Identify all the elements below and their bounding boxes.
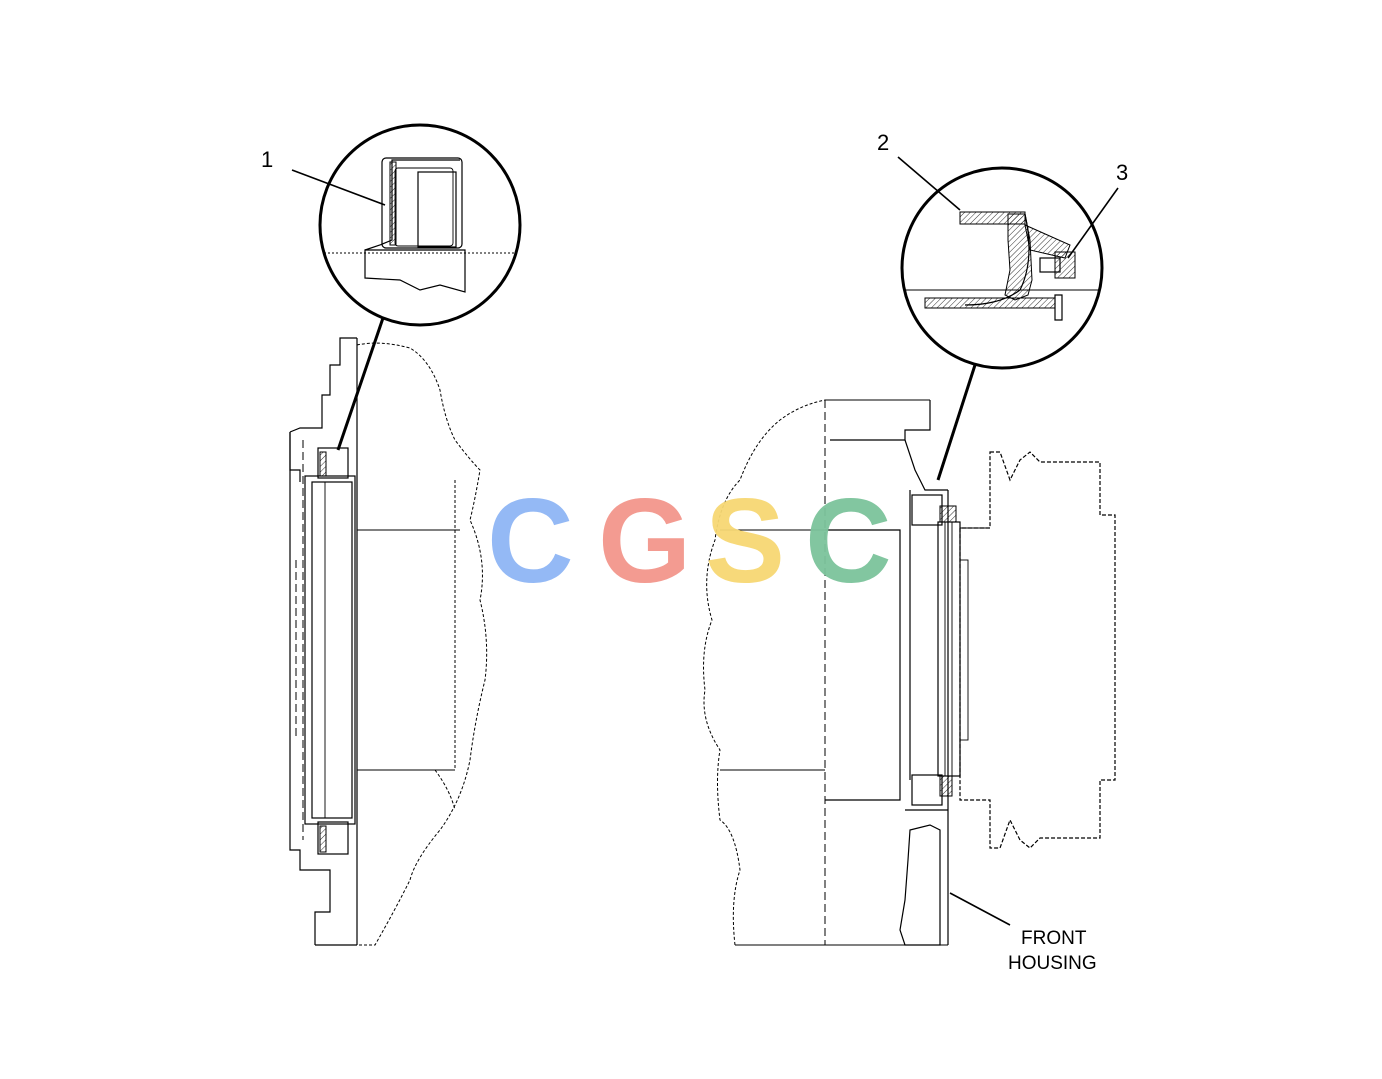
- callout-3-label: 3: [1116, 160, 1128, 185]
- watermark-logo: C G S C: [487, 474, 892, 608]
- watermark-letter-1: C: [487, 474, 574, 608]
- front-housing-label-line2: HOUSING: [1008, 953, 1097, 974]
- right-assembly: [703, 399, 1116, 946]
- callout-2-label: 2: [877, 130, 889, 155]
- watermark-letter-2: G: [598, 474, 691, 608]
- watermark-letter-3: S: [705, 474, 785, 608]
- callout-3: 3: [1067, 160, 1128, 259]
- front-housing-label-line1: FRONT: [1021, 928, 1087, 949]
- callout-1-label: 1: [261, 147, 273, 172]
- left-detail-view: [318, 123, 522, 451]
- callout-1: 1: [261, 147, 386, 206]
- watermark-letter-4: C: [805, 474, 892, 608]
- front-housing-callout: FRONT HOUSING: [949, 892, 1097, 974]
- left-assembly: [289, 337, 488, 946]
- right-detail-view: [900, 166, 1104, 481]
- callout-2: 2: [877, 130, 961, 211]
